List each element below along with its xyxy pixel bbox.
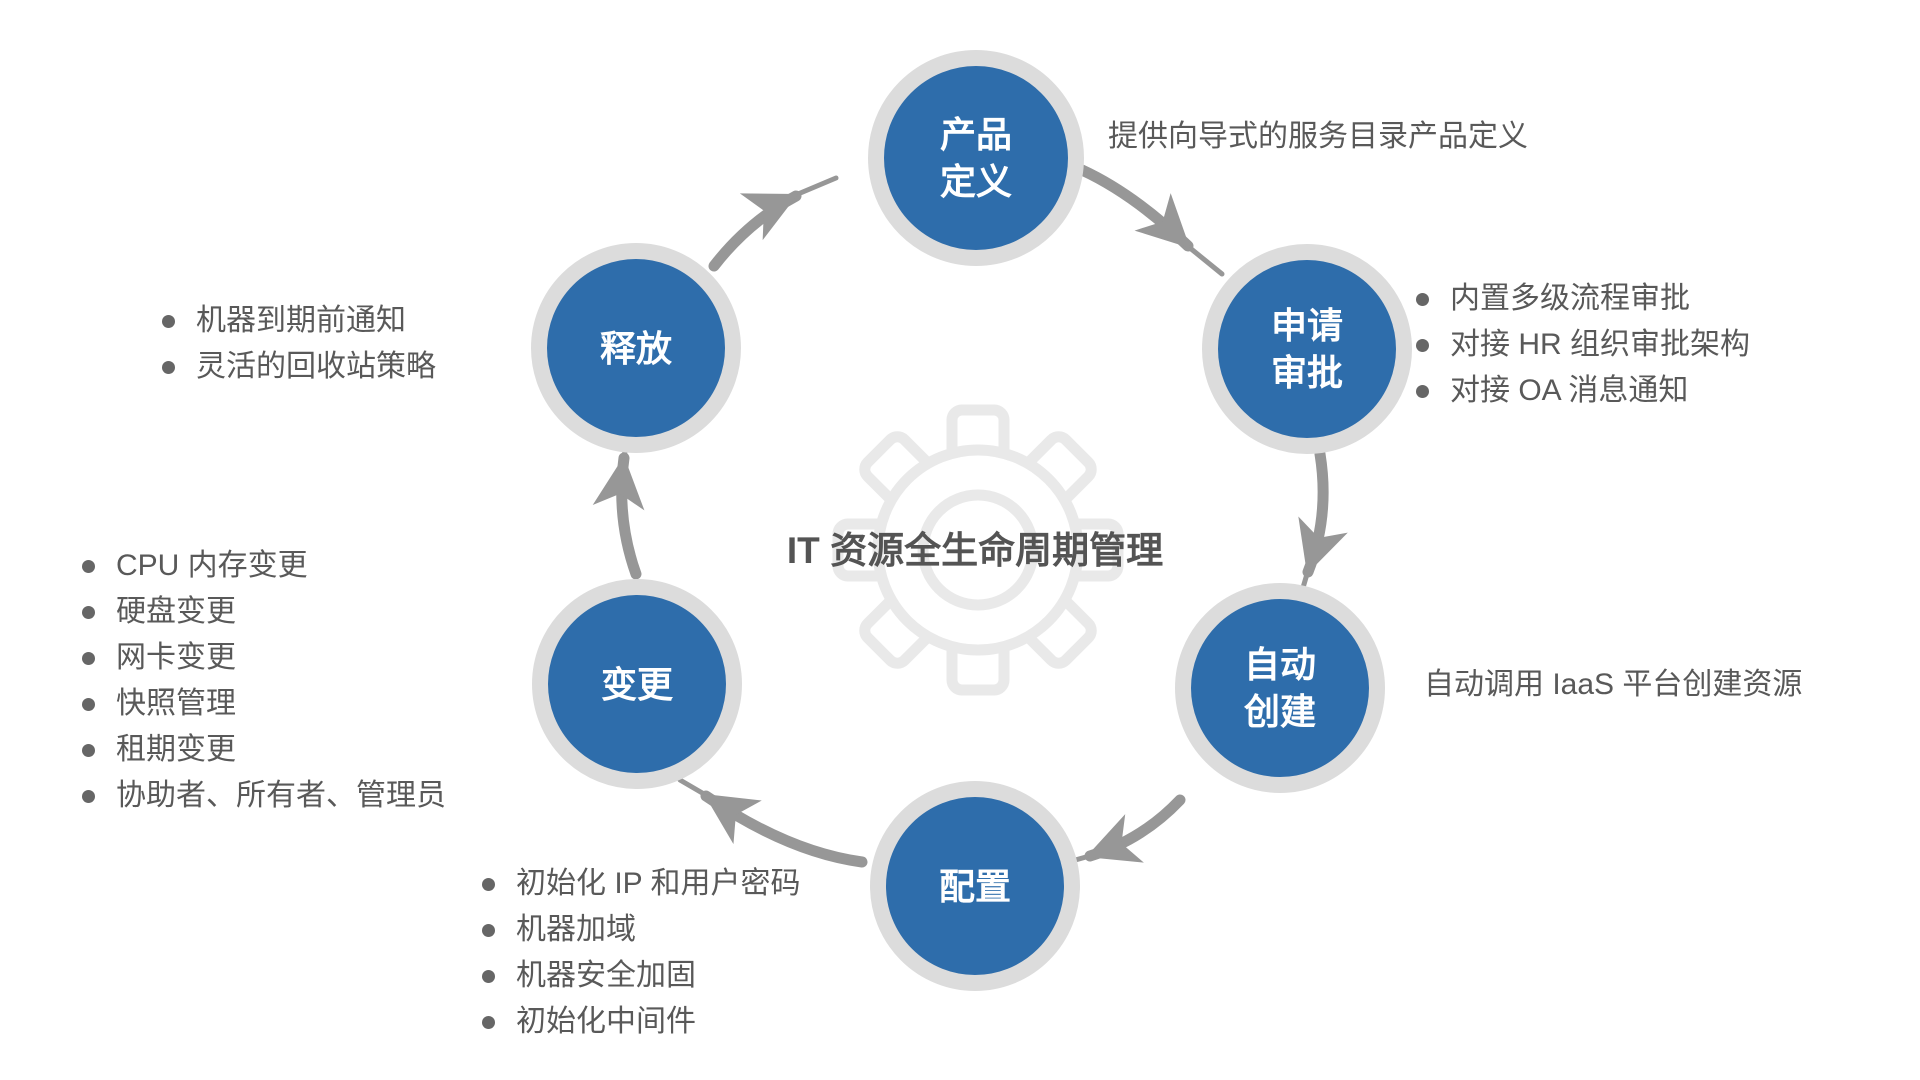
annotation-bullet: 初始化中间件 <box>478 999 800 1045</box>
arrow-product-to-approval <box>1076 164 1225 277</box>
annotation-configuration: 初始化 IP 和用户密码 机器加域 机器安全加固 初始化中间件 <box>478 861 800 1045</box>
annotation-bullet: 机器安全加固 <box>478 953 800 999</box>
annotation-bullet: 内置多级流程审批 <box>1412 276 1750 322</box>
node-label-line: 自动 <box>1243 644 1316 685</box>
annotation-bullet: 机器加域 <box>478 907 800 953</box>
node-label-line: 配置 <box>938 865 1011 907</box>
annotation-bullet: CPU 内存变更 <box>78 543 446 589</box>
node-change: 变更 <box>532 579 742 789</box>
node-auto-creation: 自动 创建 <box>1175 583 1385 793</box>
annotation-text: 提供向导式的服务目录产品定义 <box>1108 120 1528 153</box>
annotation-bullet: 对接 HR 组织审批架构 <box>1412 322 1750 368</box>
node-label-line: 审批 <box>1270 352 1343 393</box>
node-label-line: 变更 <box>600 663 673 705</box>
node-label-line: 定义 <box>939 161 1012 202</box>
node-product-definition: 产品 定义 <box>868 50 1084 266</box>
node-label-line: 申请 <box>1270 305 1343 346</box>
annotation-product-definition: 提供向导式的服务目录产品定义 <box>1108 114 1528 159</box>
annotation-release: 机器到期前通知 灵活的回收站策略 <box>158 298 436 390</box>
annotation-application-approval: 内置多级流程审批 对接 HR 组织审批架构 对接 OA 消息通知 <box>1412 276 1750 414</box>
node-configuration: 配置 <box>870 781 1080 991</box>
annotation-text: 自动调用 IaaS 平台创建资源 <box>1424 668 1803 701</box>
node-label-line: 产品 <box>939 114 1012 155</box>
arrow-release-to-product <box>708 175 839 272</box>
node-label-line: 创建 <box>1243 691 1316 732</box>
annotation-bullet: 快照管理 <box>78 681 446 727</box>
annotation-bullet: 初始化 IP 和用户密码 <box>478 861 800 907</box>
annotation-bullet: 硬盘变更 <box>78 589 446 635</box>
annotation-bullet: 协助者、所有者、管理员 <box>78 773 446 819</box>
gear-icon <box>832 404 1124 696</box>
node-application-approval: 申请 审批 <box>1202 244 1412 454</box>
annotation-bullet: 网卡变更 <box>78 635 446 681</box>
annotation-bullet: 机器到期前通知 <box>158 298 436 344</box>
annotation-bullet: 灵活的回收站策略 <box>158 344 436 390</box>
annotation-bullet: 租期变更 <box>78 727 446 773</box>
node-label-line: 释放 <box>599 327 672 369</box>
annotation-bullet: 对接 OA 消息通知 <box>1412 368 1750 414</box>
annotation-auto-creation: 自动调用 IaaS 平台创建资源 <box>1424 662 1802 707</box>
diagram-title: IT 资源全生命周期管理 <box>786 530 1164 571</box>
arrow-approval-to-create <box>1297 448 1348 601</box>
annotation-change: CPU 内存变更 硬盘变更 网卡变更 快照管理 租期变更 协助者、所有者、管理员 <box>78 543 446 819</box>
node-release: 释放 <box>531 243 741 453</box>
arrow-config-to-change <box>677 777 868 868</box>
